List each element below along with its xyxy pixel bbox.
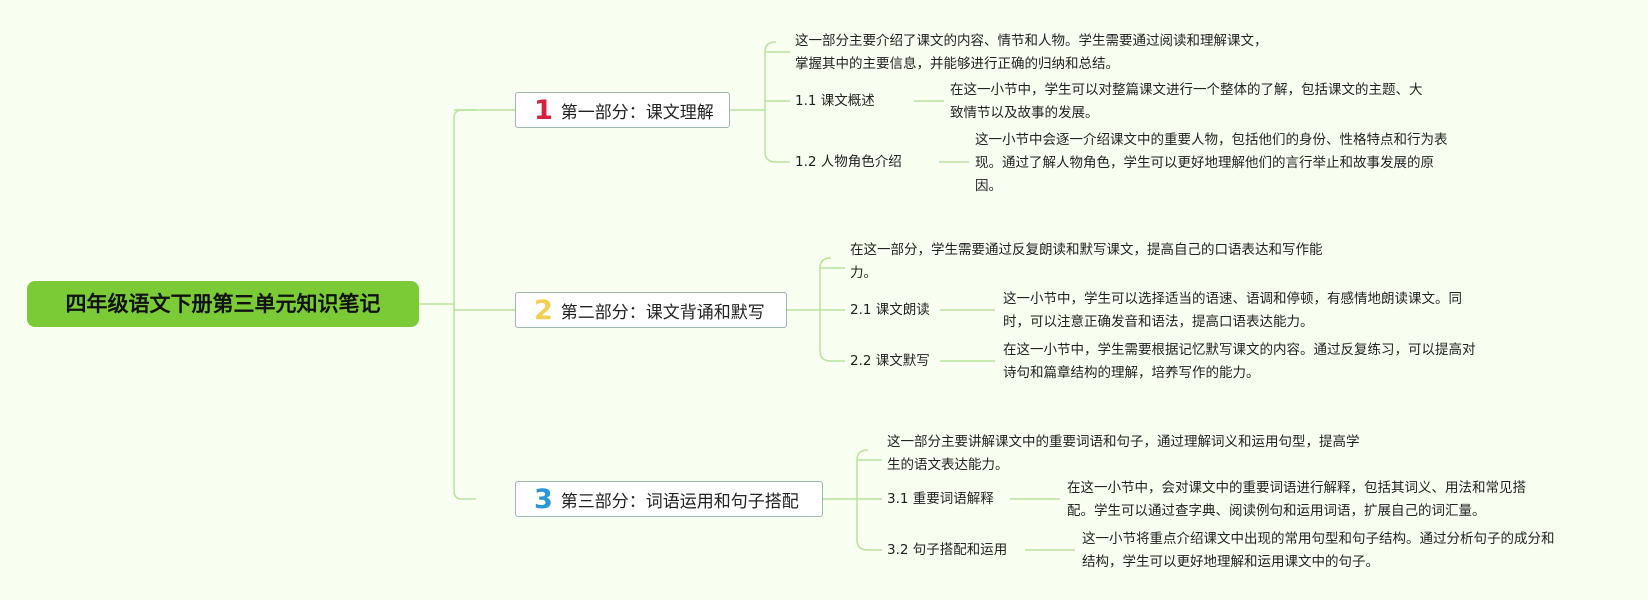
subtopic-text-line: 在这一小节中，会对课文中的重要词语进行解释，包括其词义、用法和常见搭 xyxy=(1067,480,1526,496)
section-1-number: 1 xyxy=(534,94,553,126)
subtopic-1-1-text: 在这一小节中，学生可以对整篇课文进行一个整体的了解，包括课文的主题、大 致情节以… xyxy=(950,79,1423,125)
subtopic-text-line: 时，可以注意正确发音和语法，提高口语表达能力。 xyxy=(1003,314,1314,330)
subtopic-3-1-label[interactable]: 3.1 重要词语解释 xyxy=(887,491,994,507)
section-1-intro: 这一部分主要介绍了课文的内容、情节和人物。学生需要通过阅读和理解课文， 掌握其中… xyxy=(795,30,1268,76)
subtopic-text-line: 诗句和篇章结构的理解，培养写作的能力。 xyxy=(1003,365,1260,381)
section-3-title: 第三部分：词语运用和句子搭配 xyxy=(560,491,799,512)
subtopic-2-1-label[interactable]: 2.1 课文朗读 xyxy=(850,302,930,318)
subtopic-text-line: 这一小节中会逐一介绍课文中的重要人物，包括他们的身份、性格特点和行为表 xyxy=(975,132,1448,148)
section-1-box[interactable]: 1 第一部分：课文理解 xyxy=(515,92,730,128)
section-1-intro-line: 这一部分主要介绍了课文的内容、情节和人物。学生需要通过阅读和理解课文， xyxy=(795,33,1268,49)
subtopic-text-line: 配。学生可以通过查字典、阅读例句和运用词语，扩展自己的词汇量。 xyxy=(1067,503,1486,519)
subtopic-3-2-label[interactable]: 3.2 句子搭配和运用 xyxy=(887,542,1008,558)
section-3-intro-line: 生的语文表达能力。 xyxy=(887,457,1009,473)
section-1-title: 第一部分：课文理解 xyxy=(560,102,714,123)
section-2-title: 第二部分：课文背诵和默写 xyxy=(560,302,765,323)
section-1-intro-line: 掌握其中的主要信息，并能够进行正确的归纳和总结。 xyxy=(795,56,1119,72)
section-2-intro: 在这一部分，学生需要通过反复朗读和默写课文，提高自己的口语表达和写作能 力。 xyxy=(850,239,1323,285)
subtopic-1-2-label[interactable]: 1.2 人物角色介绍 xyxy=(795,154,902,170)
section-2-intro-line: 力。 xyxy=(850,265,877,281)
subtopic-text-line: 因。 xyxy=(975,178,1002,194)
section-3-intro: 这一部分主要讲解课文中的重要词语和句子，通过理解词义和运用句型，提高学 生的语文… xyxy=(887,431,1360,477)
subtopic-3-1-text: 在这一小节中，会对课文中的重要词语进行解释，包括其词义、用法和常见搭 配。学生可… xyxy=(1067,477,1526,523)
subtopic-text-line: 现。通过了解人物角色，学生可以更好地理解他们的言行举止和故事发展的原 xyxy=(975,155,1434,171)
subtopic-2-2-label[interactable]: 2.2 课文默写 xyxy=(850,353,930,369)
subtopic-1-2-text: 这一小节中会逐一介绍课文中的重要人物，包括他们的身份、性格特点和行为表 现。通过… xyxy=(975,129,1448,198)
section-2-box[interactable]: 2 第二部分：课文背诵和默写 xyxy=(515,292,787,328)
subtopic-text-line: 这一小节将重点介绍课文中出现的常用句型和句子结构。通过分析句子的成分和 xyxy=(1082,531,1555,547)
section-2-intro-line: 在这一部分，学生需要通过反复朗读和默写课文，提高自己的口语表达和写作能 xyxy=(850,242,1323,258)
section-3-intro-line: 这一部分主要讲解课文中的重要词语和句子，通过理解词义和运用句型，提高学 xyxy=(887,434,1360,450)
subtopic-text-line: 结构，学生可以更好地理解和运用课文中的句子。 xyxy=(1082,554,1379,570)
subtopic-2-1-text: 这一小节中，学生可以选择适当的语速、语调和停顿，有感情地朗读课文。同 时，可以注… xyxy=(1003,288,1462,334)
subtopic-text-line: 在这一小节中，学生需要根据记忆默写课文的内容。通过反复练习，可以提高对 xyxy=(1003,342,1476,358)
subtopic-1-1-label[interactable]: 1.1 课文概述 xyxy=(795,93,875,109)
section-3-box[interactable]: 3 第三部分：词语运用和句子搭配 xyxy=(515,481,823,517)
subtopic-text-line: 在这一小节中，学生可以对整篇课文进行一个整体的了解，包括课文的主题、大 xyxy=(950,82,1423,98)
subtopic-2-2-text: 在这一小节中，学生需要根据记忆默写课文的内容。通过反复练习，可以提高对 诗句和篇… xyxy=(1003,339,1476,385)
subtopic-text-line: 致情节以及故事的发展。 xyxy=(950,105,1099,121)
subtopic-text-line: 这一小节中，学生可以选择适当的语速、语调和停顿，有感情地朗读课文。同 xyxy=(1003,291,1462,307)
section-2-number: 2 xyxy=(534,294,553,326)
root-topic[interactable]: 四年级语文下册第三单元知识笔记 xyxy=(27,281,419,327)
section-3-number: 3 xyxy=(534,483,553,515)
subtopic-3-2-text: 这一小节将重点介绍课文中出现的常用句型和句子结构。通过分析句子的成分和 结构，学… xyxy=(1082,528,1555,574)
